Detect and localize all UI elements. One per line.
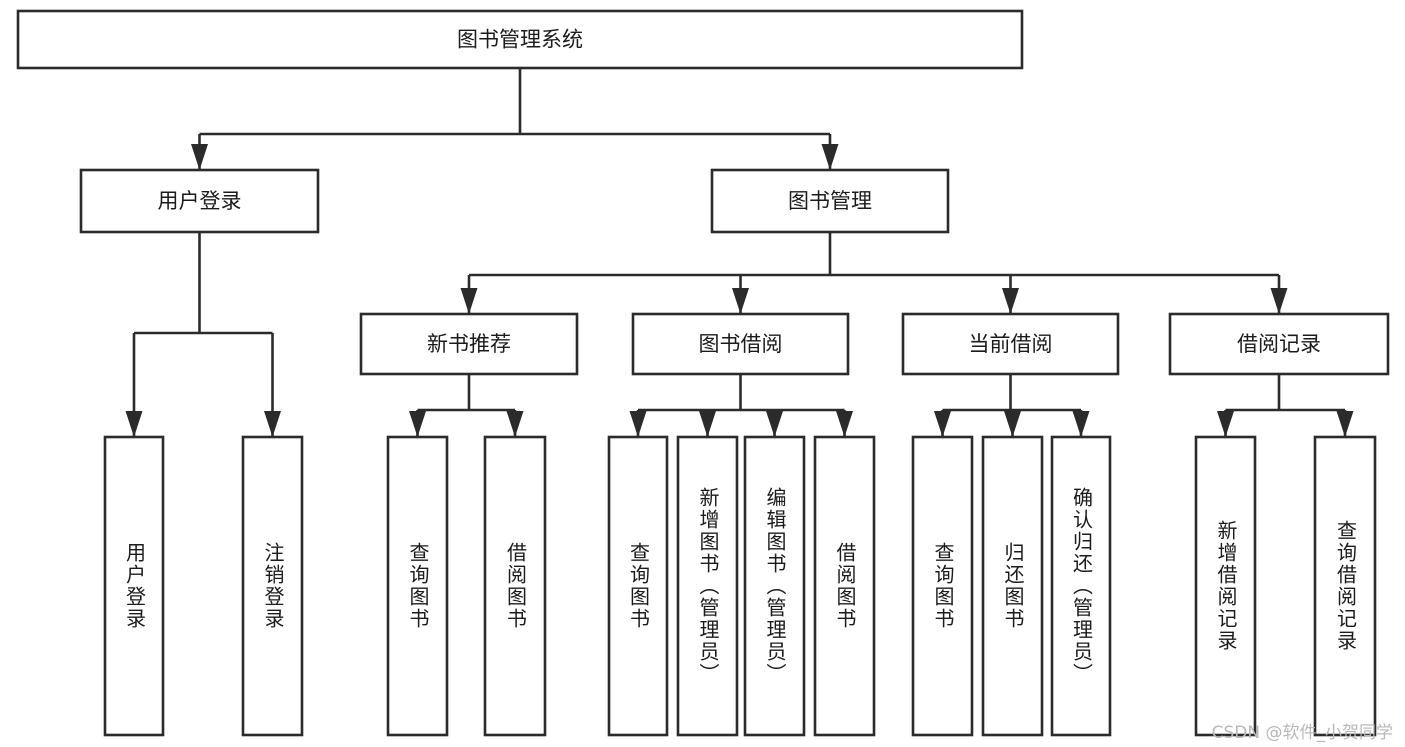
node-leaf-3[interactable] [483,435,547,737]
node-leaf-9[interactable] [981,435,1044,737]
node-leaf-6[interactable] [743,435,806,737]
arrow-head-icon [1002,288,1019,314]
node-leaf-10[interactable] [1050,435,1112,737]
node-leaf-12[interactable] [1313,435,1377,737]
node-level2-3[interactable] [1168,312,1390,376]
node-leaf-0[interactable] [103,435,165,737]
arrow-head-icon [934,411,951,437]
node-level2-0-label: 新书推荐 [427,332,511,356]
arrow-head-icon [1072,411,1090,437]
node-leaf-2[interactable] [386,435,449,737]
node-level1-1-label: 图书管理 [788,189,872,213]
node-level2-1[interactable] [631,312,850,376]
arrow-head-icon [836,411,853,437]
node-leaf-4[interactable] [607,435,669,737]
node-leaf-7[interactable] [813,435,876,737]
node-level2-0[interactable] [359,312,579,376]
arrow-head-icon [732,288,749,314]
arrow-head-icon [506,411,524,437]
node-root[interactable] [16,9,1024,70]
node-leaf-1[interactable] [241,435,304,737]
arrow-head-icon [264,411,281,437]
watermark-text: CSDN @软件_小贺同学 [1211,723,1393,743]
arrow-head-icon [1004,411,1021,437]
node-root-label: 图书管理系统 [457,28,583,52]
arrow-head-icon [460,288,478,314]
arrow-head-icon [1217,411,1234,437]
arrow-head-icon [125,411,143,437]
node-level1-1[interactable] [710,168,950,234]
node-level2-3-label: 借阅记录 [1237,332,1321,356]
node-leaf-8[interactable] [911,435,974,737]
arrow-head-icon [1270,288,1288,314]
node-leaf-11[interactable] [1194,435,1257,737]
node-level2-2[interactable] [901,312,1120,376]
boxes-layer [16,9,1390,737]
arrow-head-icon [191,144,208,170]
node-level1-0[interactable] [79,168,320,234]
arrow-head-icon [699,411,716,437]
node-level2-2-label: 当前借阅 [969,332,1053,356]
arrow-head-icon [409,411,426,437]
arrow-head-icon [766,411,783,437]
arrow-head-icon [629,411,647,437]
arrow-head-icon [821,144,839,170]
connectors-layer [125,68,1354,437]
node-level2-1-label: 图书借阅 [699,332,783,356]
arrow-head-icon [1336,411,1354,437]
node-leaf-5[interactable] [676,435,739,737]
node-level1-0-label: 用户登录 [158,189,242,213]
